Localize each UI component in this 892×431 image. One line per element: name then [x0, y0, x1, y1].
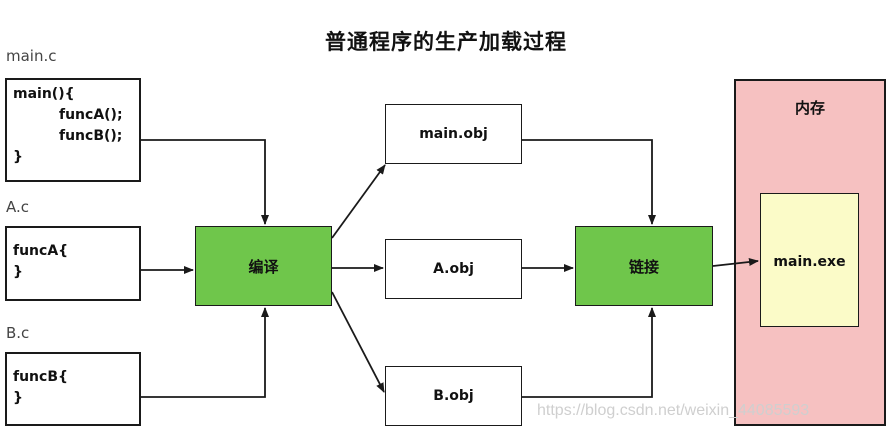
watermark: https://blog.csdn.net/weixin_44085593 [537, 402, 810, 419]
object-b-obj: B.obj [385, 366, 522, 426]
code-line: funcA{ [13, 243, 69, 259]
filename-a-c: A.c [6, 198, 30, 216]
code-line: main(){ [13, 86, 75, 102]
arrow-main-obj-to-link [522, 139, 656, 225]
filename-b-c: B.c [6, 324, 30, 342]
diagram-title: 普通程序的生产加载过程 [325, 30, 567, 54]
code-line: } [13, 264, 23, 280]
memory-title: 内存 [794, 99, 825, 117]
source-box-main-c: main(){ funcA(); funcB(); } [5, 78, 141, 182]
code-line: funcB(); [59, 128, 123, 144]
code-line: funcA(); [59, 107, 123, 123]
link-box: 链接 [575, 226, 713, 306]
code-line: funcB{ [13, 369, 68, 385]
code-line: } [13, 390, 23, 406]
source-box-a-c: funcA{ } [5, 226, 141, 301]
object-a-obj: A.obj [385, 239, 522, 299]
arrow-compile-to-b-obj [331, 291, 385, 393]
compile-box: 编译 [195, 226, 332, 306]
arrow-link-to-exe [712, 258, 759, 267]
object-main-obj: main.obj [385, 104, 522, 164]
arrow-main-c-to-compile [141, 139, 269, 225]
filename-main-c: main.c [6, 47, 57, 65]
arrow-compile-to-main-obj [331, 164, 386, 239]
arrow-b-c-to-compile [141, 307, 269, 398]
executable-main-exe: main.exe [760, 193, 859, 327]
arrow-b-obj-to-link [522, 307, 656, 398]
source-box-b-c: funcB{ } [5, 352, 141, 426]
code-line: } [13, 149, 23, 165]
